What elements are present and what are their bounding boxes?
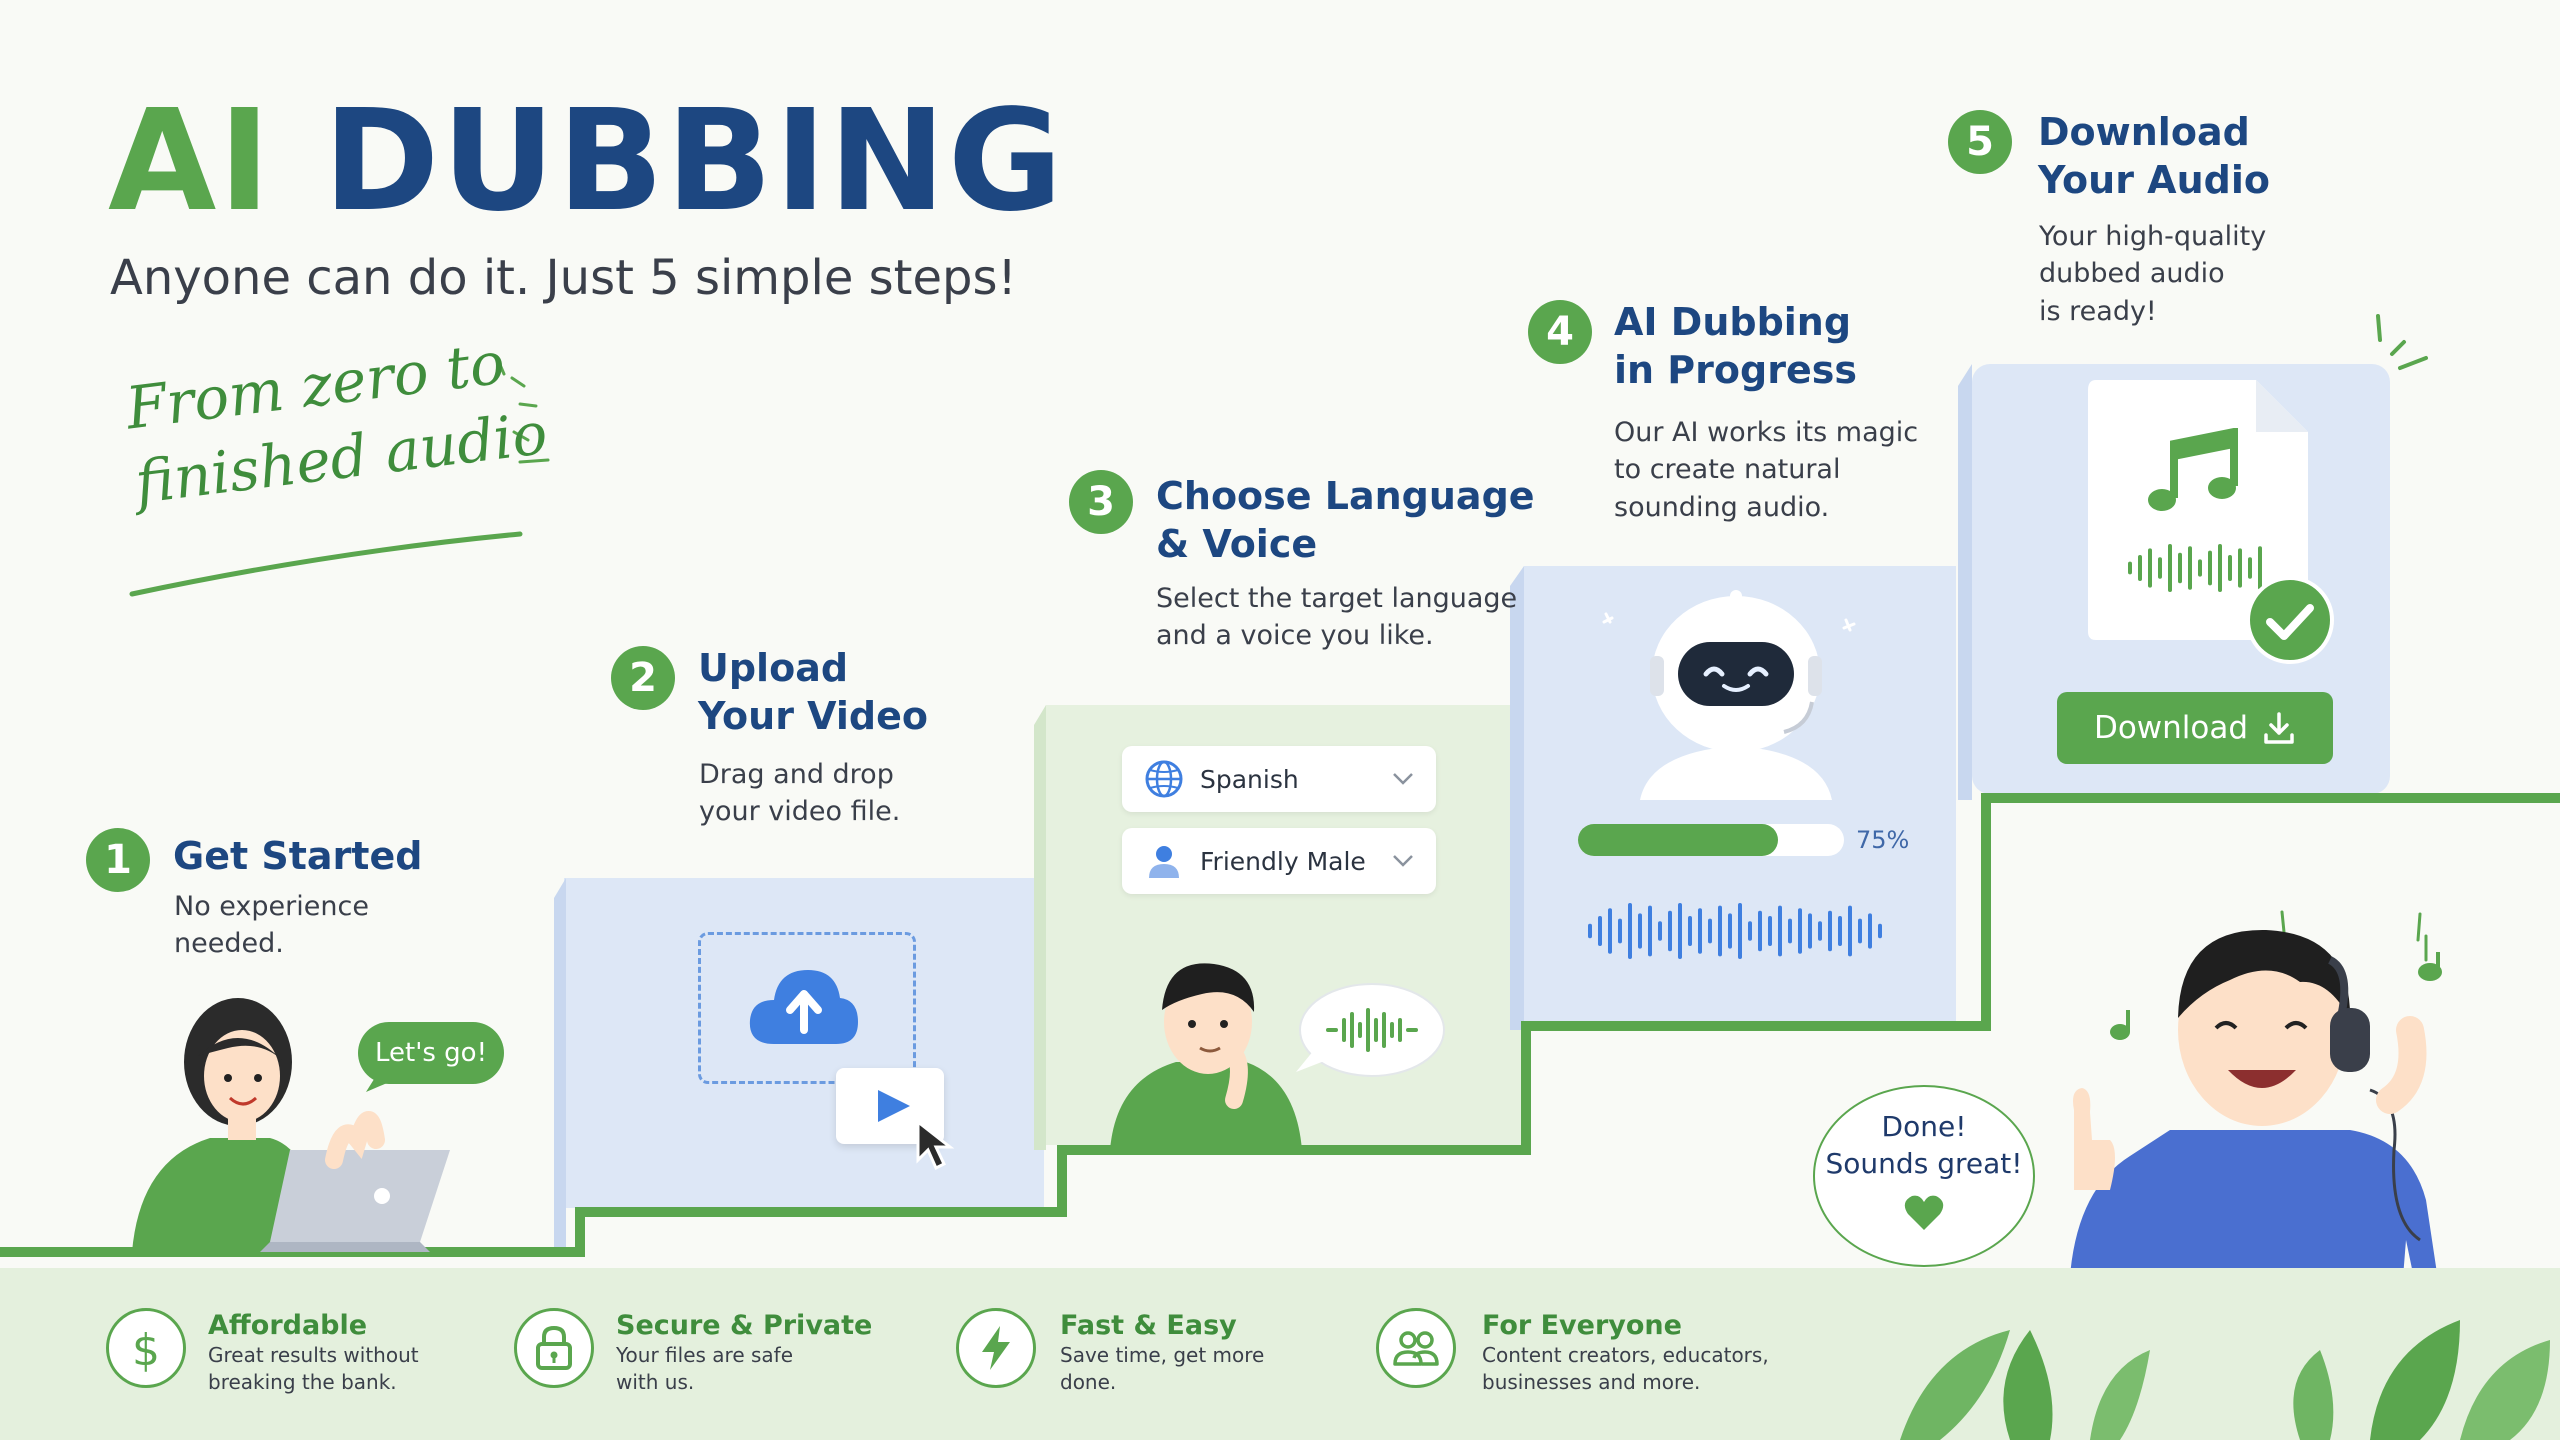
benefit-description-line: businesses and more.: [1482, 1370, 1701, 1394]
benefit-secure-description: Your files are safe with us.: [616, 1342, 793, 1396]
done-bubble: Done! Sounds great!: [1808, 1108, 2040, 1182]
benefit-secure-title: Secure & Private: [616, 1310, 873, 1341]
chevron-down-icon: [1393, 855, 1413, 867]
benefit-affordable-description: Great results without breaking the bank.: [208, 1342, 419, 1396]
chevron-down-icon: [1393, 773, 1413, 785]
step-3-title: Choose Language & Voice: [1156, 472, 1535, 569]
voice-select-value: Friendly Male: [1200, 846, 1366, 876]
step-5-title: Download Your Audio: [2038, 108, 2270, 205]
mouse-cursor-icon: [916, 1120, 955, 1171]
dollar-icon: $: [132, 1325, 160, 1373]
progress-bar-track: [1578, 824, 1844, 856]
step-1-description-line: needed.: [174, 928, 284, 960]
step-4-title: AI Dubbing in Progress: [1614, 298, 1857, 395]
lightning-icon: [982, 1326, 1010, 1370]
step-3-title-line: & Voice: [1156, 522, 1318, 567]
step-4-description-line: sounding audio.: [1614, 491, 1830, 523]
step-2-description: Drag and drop your video file.: [699, 756, 900, 831]
step-3-title-line: Choose Language: [1156, 474, 1535, 518]
step-3-number: 3: [1069, 470, 1133, 534]
step-1-title: Get Started: [173, 834, 423, 878]
progress-bar-fill: [1578, 824, 1778, 856]
step-2-title-line: Your Video: [698, 694, 929, 739]
page-title: AI DUBBING: [108, 92, 1065, 232]
benefit-description-line: Great results without: [208, 1343, 419, 1367]
language-select-value: Spanish: [1200, 764, 1299, 794]
audio-waveform-green: [2128, 544, 2262, 592]
thinking-man-illustration: [1110, 963, 1302, 1150]
step-5-title-line: Your Audio: [2038, 158, 2270, 203]
user-icon: [1149, 846, 1179, 878]
page-subtitle: Anyone can do it. Just 5 simple steps!: [110, 250, 1017, 306]
step-5-description-line: is ready!: [2039, 295, 2157, 327]
cloud-upload-icon: [749, 970, 858, 1044]
benefit-description-line: Save time, get more: [1060, 1343, 1265, 1367]
benefit-affordable-title: Affordable: [208, 1310, 368, 1341]
done-bubble-shape: [1813, 1085, 2035, 1267]
step-2-description-line: your video file.: [699, 796, 901, 828]
step-5-description-line: Your high-quality: [2039, 221, 2267, 252]
step-2-description-line: Drag and drop: [699, 759, 894, 790]
done-bubble-line: Sounds great!: [1825, 1147, 2023, 1181]
benefit-description-line: done.: [1060, 1370, 1117, 1394]
sparkle-lines: [2376, 314, 2428, 370]
voice-bubble: [1296, 983, 1445, 1077]
step-2-number: 2: [611, 646, 675, 710]
progress-label: 75%: [1856, 826, 1910, 854]
svg-text:$: $: [132, 1325, 160, 1373]
title-accent: AI: [108, 80, 273, 243]
step-1-number: 1: [86, 828, 150, 892]
voice-select[interactable]: Friendly Male: [1122, 828, 1436, 894]
benefit-affordable-icon-wrap: $: [106, 1308, 186, 1388]
step-4-description-line: Our AI works its magic: [1614, 417, 1919, 448]
woman-laptop-illustration: [132, 998, 450, 1252]
leaves-decoration: [1900, 1320, 2550, 1440]
globe-icon: [1145, 760, 1183, 798]
step-5-description-line: dubbed audio: [2039, 258, 2225, 290]
upload-dropzone[interactable]: [698, 932, 916, 1084]
download-button-label: Download: [2093, 710, 2249, 746]
done-bubble-line: Done!: [1881, 1110, 1967, 1143]
robot-illustration: [1602, 590, 1856, 800]
step-5-title-line: Download: [2038, 110, 2250, 154]
step-3-description: Select the target language and a voice y…: [1156, 580, 1517, 655]
step-4-description-line: to create natural: [1614, 454, 1841, 486]
audio-waveform: [1588, 903, 1882, 959]
step-1-description: No experience needed.: [174, 888, 369, 963]
play-icon: [878, 1090, 910, 1122]
step-2-title: Upload Your Video: [698, 644, 928, 741]
download-icon: [2264, 712, 2294, 744]
lets-go-bubble: Let's go!: [374, 1038, 487, 1068]
benefit-everyone-title: For Everyone: [1482, 1310, 1682, 1341]
benefit-description-line: breaking the bank.: [208, 1370, 397, 1394]
benefit-description-line: with us.: [616, 1370, 695, 1394]
lets-go-bubble-shape: [358, 1022, 504, 1092]
people-icon: [1393, 1331, 1439, 1366]
audio-file-card: [2088, 380, 2308, 640]
benefit-fast-description: Save time, get more done.: [1060, 1342, 1264, 1396]
lock-icon: [536, 1325, 572, 1370]
benefit-fast-title: Fast & Easy: [1060, 1310, 1237, 1341]
benefit-description-line: Content creators, educators,: [1482, 1343, 1769, 1367]
step-4-title-line: in Progress: [1614, 348, 1857, 393]
title-main: DUBBING: [323, 80, 1065, 243]
benefit-everyone-icon-wrap: [1376, 1308, 1456, 1388]
language-select[interactable]: Spanish: [1122, 746, 1436, 812]
step-4-number: 4: [1528, 300, 1592, 364]
step-1-description-line: No experience: [174, 891, 369, 922]
step-5-number: 5: [1948, 110, 2012, 174]
benefit-everyone-description: Content creators, educators, businesses …: [1482, 1342, 1769, 1396]
step-2-title-line: Upload: [698, 646, 849, 690]
benefit-description-line: Your files are safe: [616, 1343, 794, 1367]
step-5-description: Your high-quality dubbed audio is ready!: [2039, 218, 2266, 330]
step-4-description: Our AI works its magic to create natural…: [1614, 414, 1918, 526]
benefit-secure-icon-wrap: [514, 1308, 594, 1388]
benefit-fast-icon-wrap: [956, 1308, 1036, 1388]
music-note-icon: [2148, 428, 2238, 511]
check-badge-icon: [2246, 576, 2334, 664]
step-3-description-line: Select the target language: [1156, 583, 1518, 614]
step-4-title-line: AI Dubbing: [1614, 300, 1852, 344]
download-button[interactable]: Download: [2057, 692, 2333, 764]
step-3-description-line: and a voice you like.: [1156, 620, 1434, 652]
